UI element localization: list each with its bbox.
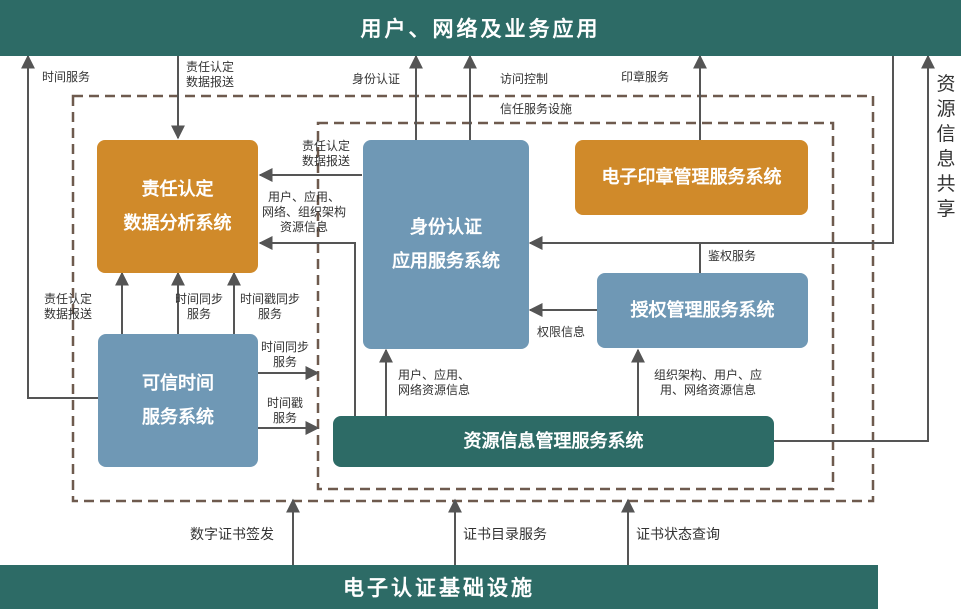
trusted-time-node: 可信时间服务系统 xyxy=(98,334,258,467)
top-bar: 用户、网络及业务应用 xyxy=(0,0,961,56)
node-title-line-1: 身份认证 xyxy=(410,216,482,238)
label-res-to-authorization: 组织架构、用户、应用、网络资源信息 xyxy=(654,368,763,397)
node-title-line-2: 应用服务系统 xyxy=(392,250,500,272)
node-title-line-1: 可信时间 xyxy=(142,372,214,394)
side-label: 资源信息共享 xyxy=(936,73,956,220)
label-resp-report-left: 责任认定数据报送 xyxy=(44,292,93,321)
label-res-to-identity: 用户、应用、网络资源信息 xyxy=(398,368,471,397)
label-cert-status: 证书状态查询 xyxy=(636,527,720,543)
seal-management-node: 电子印章管理服务系统 xyxy=(575,140,808,215)
label-resp-report-mid: 责任认定数据报送 xyxy=(302,139,351,168)
bottom-bar: 电子认证基础设施 xyxy=(0,565,878,609)
label-permission-info: 权限信息 xyxy=(537,325,586,339)
label-identity-auth: 身份认证 xyxy=(352,72,401,86)
label-user-app-info: 用户、应用、网络、组织架构资源信息 xyxy=(262,190,347,234)
label-time-sync-a: 时间同步服务 xyxy=(175,292,224,321)
label-cert-issue: 数字证书签发 xyxy=(190,527,274,543)
label-timestamp-sync: 时间戳同步服务 xyxy=(240,292,301,321)
label-time-service: 时间服务 xyxy=(42,70,91,84)
label-time-sync-b: 时间同步服务 xyxy=(261,340,310,369)
label-cert-directory: 证书目录服务 xyxy=(463,527,547,543)
label-seal-service: 印章服务 xyxy=(621,70,670,84)
label-timestamp: 时间戳服务 xyxy=(267,396,304,425)
label-access-control: 访问控制 xyxy=(500,72,549,86)
identity-service-node: 身份认证应用服务系统 xyxy=(363,140,529,349)
responsibility-analysis-node: 责任认定数据分析系统 xyxy=(97,140,258,273)
outer-dashed-frame xyxy=(71,94,875,503)
resource-management-node: 资源信息管理服务系统 xyxy=(333,416,774,467)
label-authentication-service: 鉴权服务 xyxy=(708,249,757,263)
node-title-line-1: 责任认定 xyxy=(141,178,214,200)
label-resp-report-top: 责任认定数据报送 xyxy=(186,60,235,89)
authorization-node: 授权管理服务系统 xyxy=(597,273,808,348)
inner-frame-label: 信任服务设施 xyxy=(500,102,573,116)
inner-dashed-frame xyxy=(316,121,835,491)
node-title-line-2: 数据分析系统 xyxy=(123,212,232,234)
node-title-line-2: 服务系统 xyxy=(142,406,214,428)
